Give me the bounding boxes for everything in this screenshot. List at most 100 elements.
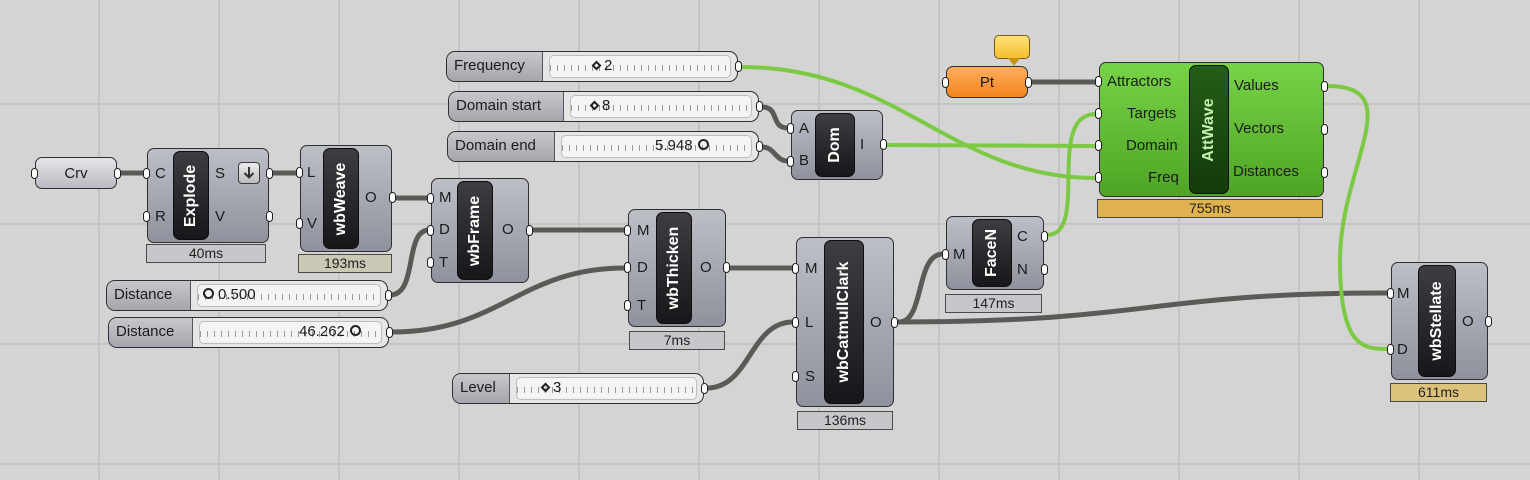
wbstellate-input-d-port[interactable] [1387, 344, 1394, 355]
wbcatmullclark-timing: 136ms [797, 411, 893, 430]
distance-slider-1[interactable]: Distance 0.500 [106, 280, 388, 311]
distance-slider-1-name: Distance [107, 281, 191, 310]
explode-output-v-port[interactable] [266, 211, 273, 222]
pt-input-port[interactable] [942, 77, 949, 88]
wbstellate-input-m-port[interactable] [1387, 288, 1394, 299]
wire-attwave-wbstellate [1325, 84, 1389, 351]
down-arrow-icon[interactable] [238, 162, 260, 184]
wbframe-input-m-port[interactable] [427, 193, 434, 204]
explode-input-c-port[interactable] [143, 168, 150, 179]
explode-input-r-port[interactable] [143, 211, 150, 222]
wbweave-input-v-port[interactable] [296, 218, 303, 229]
wbthicken-output-o-label: O [700, 259, 712, 276]
wbthicken-input-m-label: M [637, 222, 650, 239]
wbstellate-output-o-port[interactable] [1485, 316, 1492, 327]
wbstellate-input-d-label: D [1397, 341, 1408, 358]
wbcatmullclark-input-s-label: S [805, 368, 816, 385]
facen-component[interactable]: FaceN M C N [942, 216, 1048, 290]
crv-output-port[interactable] [114, 168, 121, 179]
dom-output-i-label: I [860, 136, 865, 153]
domain-start-slider-track[interactable] [570, 95, 752, 118]
facen-output-c-port[interactable] [1041, 231, 1048, 242]
wbweave-nickname: wbWeave [323, 148, 359, 249]
dom-input-a-label: A [799, 120, 810, 137]
wbframe-input-t-label: T [439, 254, 449, 271]
distance-slider-1-value: 0.500 [203, 287, 256, 303]
distance-2-output-port[interactable] [386, 327, 393, 338]
wire-facen-attwave [1045, 112, 1098, 237]
wbweave-component[interactable]: wbWeave L V O [296, 145, 396, 252]
wbthicken-input-d-port[interactable] [624, 262, 631, 273]
attwave-component[interactable]: AttWave Attractors Targets Domain Freq V… [1095, 62, 1328, 197]
wbstellate-nickname: wbStellate [1418, 265, 1456, 377]
wbframe-input-d-port[interactable] [427, 225, 434, 236]
frequency-output-port[interactable] [735, 61, 742, 72]
attwave-output-distances-port[interactable] [1321, 167, 1328, 178]
attwave-input-targets-port[interactable] [1095, 108, 1102, 119]
distance-slider-2[interactable]: Distance 46.262 [108, 317, 389, 348]
attwave-input-freq-port[interactable] [1095, 172, 1102, 183]
wbcatmullclark-input-s-port[interactable] [792, 371, 799, 382]
domain-start-slider-name: Domain start [449, 92, 564, 121]
frequency-slider-track[interactable] [549, 55, 731, 78]
wbframe-output-o-port[interactable] [526, 225, 533, 236]
wbcatmullclark-input-l-port[interactable] [792, 317, 799, 328]
dom-input-b-port[interactable] [787, 156, 794, 167]
crv-param[interactable]: Crv [35, 157, 117, 189]
dom-component[interactable]: Dom A B I [787, 110, 887, 180]
explode-component[interactable]: Explode C R S V [143, 148, 273, 243]
pt-param[interactable]: Pt [946, 66, 1028, 98]
wbweave-input-v-label: V [307, 215, 318, 232]
wire-domstart-dom [759, 104, 791, 131]
wire-domend-dom [759, 144, 791, 164]
domain-start-slider-value: 8 [589, 98, 610, 114]
domain-start-slider[interactable]: Domain start 8 [448, 91, 759, 122]
domain-end-slider[interactable]: Domain end 5.948 [447, 131, 759, 162]
wbthicken-input-m-port[interactable] [624, 225, 631, 236]
distance-slider-2-value: 46.262 [295, 324, 361, 340]
level-output-port[interactable] [701, 383, 708, 394]
domain-start-output-port[interactable] [756, 101, 763, 112]
attwave-input-attractors-port[interactable] [1095, 76, 1102, 87]
wbframe-nickname: wbFrame [457, 181, 493, 280]
crv-input-port[interactable] [31, 168, 38, 179]
attwave-input-domain-label: Domain [1126, 137, 1178, 154]
wire-catmull-facen [896, 251, 946, 325]
frequency-slider[interactable]: Frequency 2 [446, 51, 738, 82]
frequency-slider-value: 2 [591, 58, 612, 74]
pt-output-port[interactable] [1025, 77, 1032, 88]
wbthicken-component[interactable]: wbThicken M D T O [624, 209, 730, 327]
message-bubble-icon[interactable] [994, 35, 1030, 66]
attwave-output-vectors-label: Vectors [1234, 120, 1285, 137]
wbthicken-input-t-port[interactable] [624, 300, 631, 311]
explode-timing: 40ms [146, 244, 266, 263]
dom-output-i-port[interactable] [880, 139, 887, 150]
explode-output-s-port[interactable] [266, 168, 273, 179]
wbcatmullclark-output-o-port[interactable] [891, 317, 898, 328]
dom-input-b-label: B [799, 152, 810, 169]
wbthicken-output-o-port[interactable] [723, 262, 730, 273]
wbframe-input-t-port[interactable] [427, 257, 434, 268]
facen-output-n-port[interactable] [1041, 264, 1048, 275]
wbweave-output-o-port[interactable] [389, 192, 396, 203]
wbweave-input-l-port[interactable] [296, 167, 303, 178]
wbstellate-component[interactable]: wbStellate M D O [1387, 262, 1492, 380]
distance-1-output-port[interactable] [385, 290, 392, 301]
level-slider[interactable]: Level 3 [452, 373, 704, 404]
dom-nickname: Dom [815, 113, 855, 177]
dom-input-a-port[interactable] [787, 123, 794, 134]
domain-end-slider-name: Domain end [448, 132, 555, 161]
facen-input-m-port[interactable] [942, 249, 949, 260]
attwave-input-domain-port[interactable] [1095, 140, 1102, 151]
wbcatmullclark-component[interactable]: wbCatmullClark M L S O [792, 237, 898, 407]
wbcatmullclark-nickname: wbCatmullClark [824, 240, 864, 404]
wbthicken-input-d-label: D [637, 259, 648, 276]
wbstellate-output-o-label: O [1462, 313, 1474, 330]
domain-end-slider-value: 5.948 [651, 138, 709, 154]
attwave-output-values-port[interactable] [1321, 81, 1328, 92]
wbframe-component[interactable]: wbFrame M D T O [427, 178, 533, 283]
domain-end-output-port[interactable] [756, 141, 763, 152]
attwave-output-vectors-port[interactable] [1321, 124, 1328, 135]
frequency-slider-name: Frequency [447, 52, 543, 81]
wbcatmullclark-input-m-port[interactable] [792, 263, 799, 274]
